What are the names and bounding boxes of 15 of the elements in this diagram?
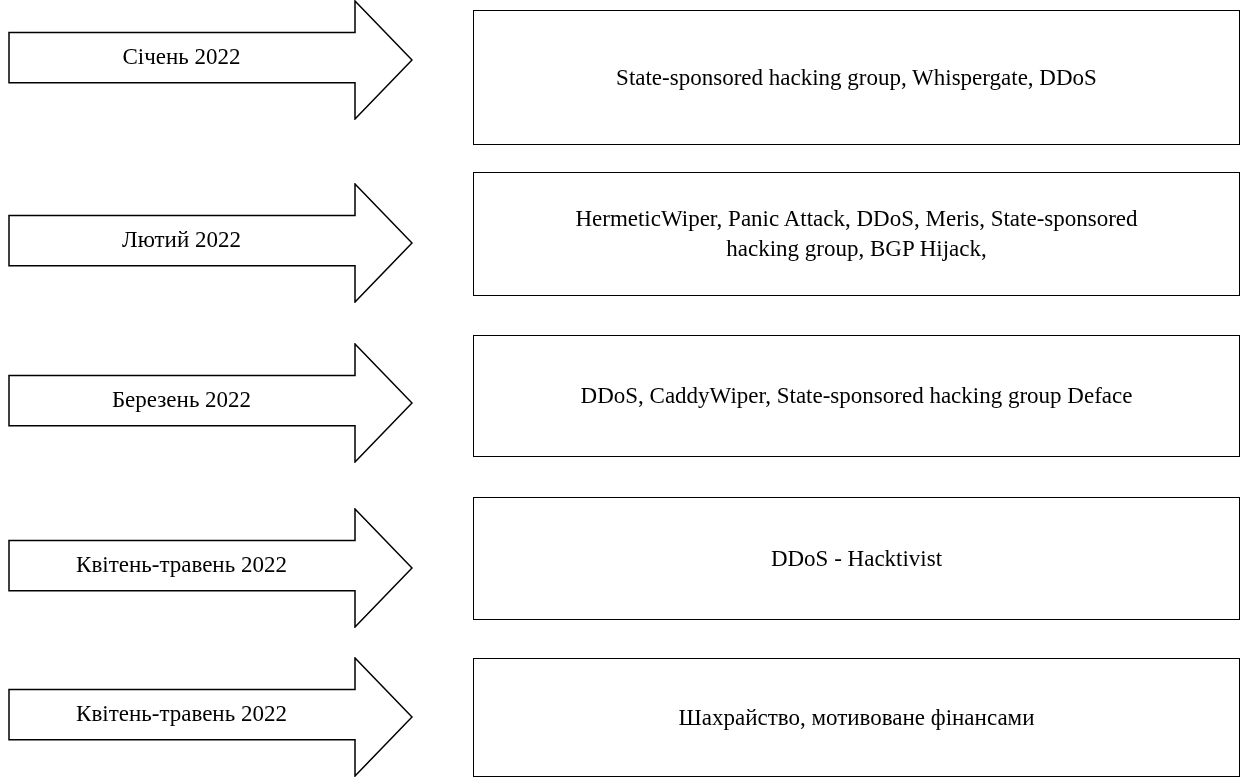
attack-list: DDoS, CaddyWiper, State-sponsored hacking group Deface	[580, 381, 1133, 411]
attack-list: Шахрайство, мотивоване фінансами	[678, 702, 1035, 733]
text-box	[473, 10, 1240, 145]
text-box	[473, 172, 1240, 296]
attack-list: State-sponsored hacking group, Whispergate, DDoS	[616, 62, 1097, 93]
month-label: Квітень-травень 2022	[76, 551, 287, 580]
text-box	[473, 497, 1240, 620]
attack-list: DDoS - Hacktivist	[770, 543, 943, 574]
month-label: Лютий 2022	[122, 226, 241, 255]
month-label: Березень 2022	[111, 386, 252, 415]
month-label: Січень 2022	[122, 43, 241, 72]
month-label: Квітень-травень 2022	[76, 700, 287, 729]
text-box	[473, 335, 1240, 457]
text-box	[473, 658, 1240, 777]
attack-list: HermeticWiper, Panic Attack, DDoS, Meris, State-sponsored hacking group, BGP Hijack,	[551, 204, 1162, 264]
